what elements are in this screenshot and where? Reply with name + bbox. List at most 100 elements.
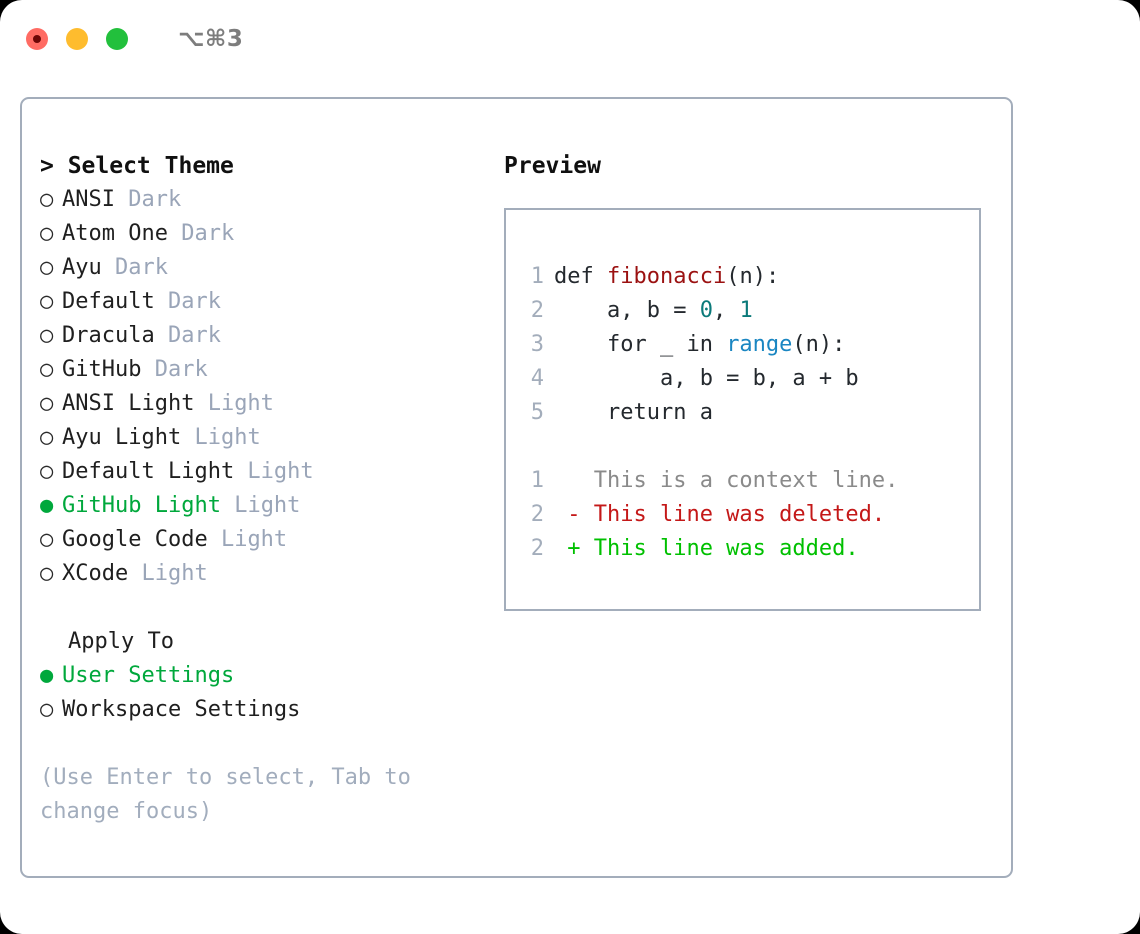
theme-option-ayu[interactable]: ○ Ayu Dark [40,251,492,285]
radio-unselected-icon: ○ [40,425,54,450]
theme-option-label: Google Code [62,527,208,552]
theme-option-label: Default Light [62,459,235,484]
code-token-plain: a, b = b, a + b [554,366,859,391]
theme-option-label: Ayu Light [62,425,182,450]
radio-unselected-icon: ○ [40,459,54,484]
apply-to-option-workspace-settings[interactable]: ○ Workspace Settings [40,693,492,727]
radio-unselected-icon: ○ [40,323,54,348]
theme-option-label: GitHub [62,357,142,382]
theme-option-xcode[interactable]: ○ XCode Light [40,557,492,591]
theme-option-ansi-light[interactable]: ○ANSI Light Light [40,387,492,421]
diff-line: 1 This is a context line. [522,464,979,498]
radio-unselected-icon: ○ [40,697,54,722]
theme-option-category: Light [220,493,301,518]
keyboard-hint-text: (Use Enter to select, Tab to change focu… [40,765,411,824]
radio-unselected-icon: ○ [40,255,54,280]
preview-heading: Preview [504,153,601,179]
code-token-plain: return a [554,400,713,425]
code-line-content: def fibonacci(n): [554,260,779,294]
code-spacer [522,430,979,464]
theme-option-category: Light [207,527,288,552]
radio-unselected-icon: ○ [40,527,54,552]
theme-option-label: Default [62,289,155,314]
theme-option-github-light[interactable]: ● GitHub Light Light [40,489,492,523]
radio-selected-icon: ● [40,663,54,688]
diff-line: 2 + This line was added. [522,532,979,566]
theme-option-category: Light [234,459,314,484]
theme-option-category: Dark [154,323,221,348]
code-line: 4 a, b = b, a + b [522,362,979,396]
diff-line-number: 2 [530,536,544,561]
theme-option-label: Dracula [62,323,155,348]
radio-unselected-icon: ○ [40,357,54,382]
radio-unselected-icon: ○ [40,289,54,314]
diff-line: 2 - This line was deleted. [522,498,979,532]
theme-option-ansi[interactable]: ○ANSI Dark [40,183,492,217]
theme-option-label: Ayu [62,255,102,280]
close-button[interactable] [26,28,48,50]
code-line-number: 3 [530,332,544,357]
theme-option-default[interactable]: ○ Default Dark [40,285,492,319]
code-line: 2 a, b = 0, 1 [522,294,979,328]
theme-option-default-light[interactable]: ○ Default Light Light [40,455,492,489]
code-line-content: a, b = 0, 1 [554,294,753,328]
apply-to-heading: Apply To [68,629,174,654]
apply-to-option-label: User Settings [62,663,235,688]
code-token-plain: (n): [726,264,780,289]
theme-option-category: Dark [141,357,208,382]
theme-option-category: Dark [167,221,235,246]
theme-list: ○ANSI Dark○Atom One Dark○Ayu Dark○Defaul… [40,183,492,591]
theme-option-github[interactable]: ○ GitHub Dark [40,353,492,387]
apply-to-option-label: Workspace Settings [62,697,301,722]
code-line-content: for _ in range(n): [554,328,845,362]
theme-option-ayu-light[interactable]: ○ Ayu Light Light [40,421,492,455]
code-line-number: 1 [530,264,544,289]
theme-option-label: GitHub Light [62,493,221,518]
diff-line-number: 2 [530,502,544,527]
theme-option-label: ANSI Light [62,391,195,416]
code-token-plain: , [712,298,740,323]
theme-option-atom-one[interactable]: ○ Atom One Dark [40,217,492,251]
radio-selected-icon: ● [40,493,54,518]
theme-option-category: Light [181,425,261,450]
code-token-num: 1 [739,298,753,323]
title-bar: ⌥⌘3 [0,0,1140,78]
apply-to-list: ● User Settings ○ Workspace Settings [40,659,492,727]
radio-unselected-icon: ○ [40,561,54,586]
maximize-button[interactable] [106,28,128,50]
diff-sample: 1 This is a context line.2 - This line w… [522,464,979,566]
radio-unselected-icon: ○ [40,391,54,416]
main-panel: > Select Theme ○ANSI Dark○Atom One Dark○… [20,97,1013,878]
keyboard-shortcut-label: ⌥⌘3 [178,26,244,52]
theme-option-category: Dark [101,255,168,280]
select-theme-heading: > Select Theme [40,153,234,179]
window-controls [26,28,128,50]
code-token-builtin: range [726,332,793,357]
theme-option-category: Light [128,561,208,586]
theme-option-category: Dark [114,187,182,212]
diff-line-content-ctx: This is a context line. [554,468,899,493]
theme-picker-column: > Select Theme ○ANSI Dark○Atom One Dark○… [22,99,492,876]
theme-option-category: Dark [154,289,221,314]
code-token-fn: fibonacci [606,264,727,289]
code-line: 3 for _ in range(n): [522,328,979,362]
minimize-button[interactable] [66,28,88,50]
code-token-plain: (n): [792,332,846,357]
diff-line-number: 1 [530,468,544,493]
theme-option-label: XCode [62,561,129,586]
theme-option-google-code[interactable]: ○ Google Code Light [40,523,492,557]
theme-option-label: Atom One [62,221,168,246]
code-line-number: 5 [530,400,544,425]
radio-unselected-icon: ○ [40,221,54,246]
code-token-num: 0 [699,298,713,323]
code-token-plain: a, b = [554,298,700,323]
theme-option-dracula[interactable]: ○ Dracula Dark [40,319,492,353]
code-line-number: 2 [530,298,544,323]
radio-unselected-icon: ○ [40,187,54,212]
apply-to-option-user-settings[interactable]: ● User Settings [40,659,492,693]
code-line-content: return a [554,396,713,430]
